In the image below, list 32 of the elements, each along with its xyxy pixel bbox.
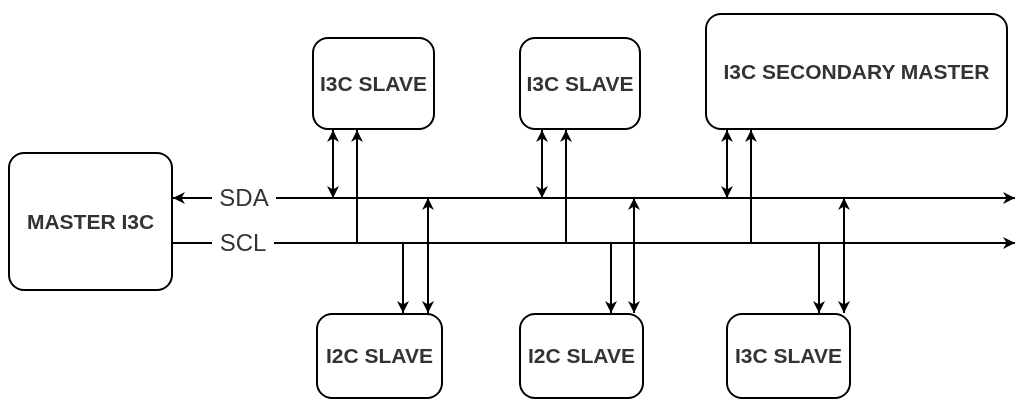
node-label: I2C SLAVE bbox=[326, 343, 433, 369]
arrow bbox=[605, 242, 617, 314]
double-arrow bbox=[536, 129, 548, 199]
node-label: SDA bbox=[219, 185, 269, 211]
double-arrow bbox=[327, 129, 339, 199]
node-label: SCL bbox=[219, 230, 267, 256]
process-box bbox=[519, 37, 641, 130]
process-box bbox=[316, 313, 443, 399]
connector-line bbox=[172, 242, 213, 244]
node-label: I3C SLAVE bbox=[526, 70, 634, 97]
arrow bbox=[351, 129, 363, 244]
process-box bbox=[705, 13, 1008, 130]
arrow bbox=[273, 237, 1016, 249]
node-label: MASTER I3C bbox=[26, 208, 155, 235]
process-box bbox=[726, 313, 851, 399]
arrow bbox=[745, 129, 757, 244]
arrow bbox=[813, 242, 825, 314]
node-label: I3C SLAVE bbox=[735, 343, 842, 369]
arrow bbox=[397, 242, 409, 314]
arrow bbox=[275, 192, 1016, 204]
node-label: I3C SECONDARY MASTER bbox=[723, 58, 990, 85]
arrow bbox=[560, 129, 572, 244]
double-arrow bbox=[422, 197, 434, 314]
arrow bbox=[172, 192, 213, 204]
double-arrow bbox=[838, 197, 850, 314]
process-box bbox=[8, 152, 173, 291]
node-label: I3C SLAVE bbox=[320, 70, 427, 97]
process-box bbox=[312, 37, 435, 130]
process-box bbox=[519, 313, 644, 399]
double-arrow bbox=[721, 129, 733, 199]
double-arrow bbox=[628, 197, 640, 314]
node-label: I2C SLAVE bbox=[528, 343, 635, 369]
